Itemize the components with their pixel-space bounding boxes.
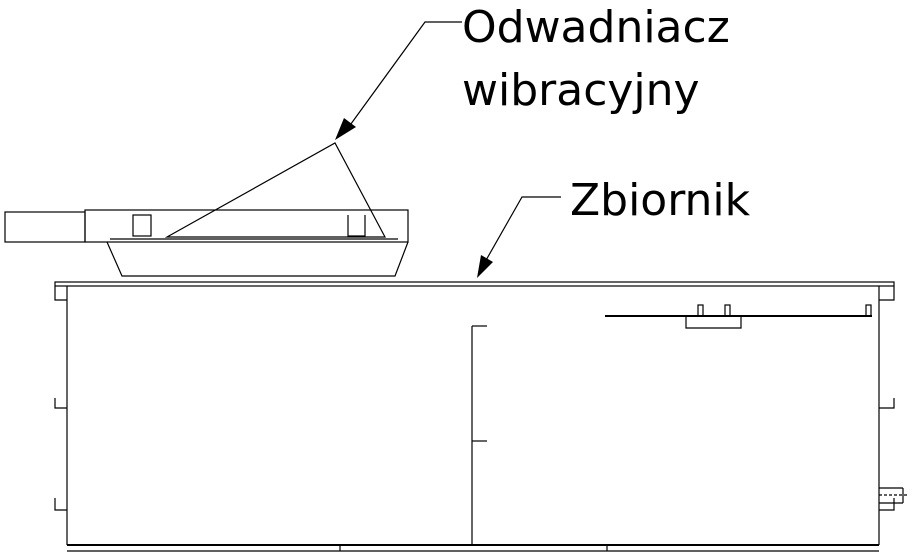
tank-left-bracket-bottom (54, 498, 67, 511)
dewaterer-deck (84, 209, 409, 243)
tank-label: Zbiornik (570, 175, 751, 226)
tank-leader-arrowhead (477, 255, 493, 278)
dewaterer-label-line1: Odwadniacz (462, 2, 730, 53)
outlet-pipe (879, 487, 909, 504)
level-sensor-bolt-3 (865, 304, 872, 317)
level-sensor-box (685, 316, 742, 329)
dewaterer-motor-left (132, 214, 152, 237)
tank-right-bracket-bottom (879, 498, 895, 511)
tank-right-bracket-mid (879, 398, 895, 409)
vibratory-dewaterer (4, 142, 409, 277)
tank-left-bracket-top (54, 286, 67, 301)
dewaterer-hopper (106, 241, 409, 277)
tank-top-cover (54, 281, 895, 287)
level-sensor-bolt-1 (697, 304, 704, 317)
tank-leader (477, 196, 561, 278)
dewaterer-label-line2: wibracyjny (462, 65, 700, 116)
dewaterer-triangular-frame (164, 142, 386, 238)
dewaterer-leader (335, 21, 462, 140)
tank (54, 281, 909, 552)
dewaterer-leader-arrowhead (335, 118, 356, 140)
tank-right-bracket-top (879, 286, 895, 301)
level-sensor-bolt-2 (724, 304, 731, 317)
dewaterer-motor-right (347, 215, 366, 237)
tank-left-bracket-mid (54, 398, 67, 409)
dewaterer-feed-chute (4, 211, 86, 243)
